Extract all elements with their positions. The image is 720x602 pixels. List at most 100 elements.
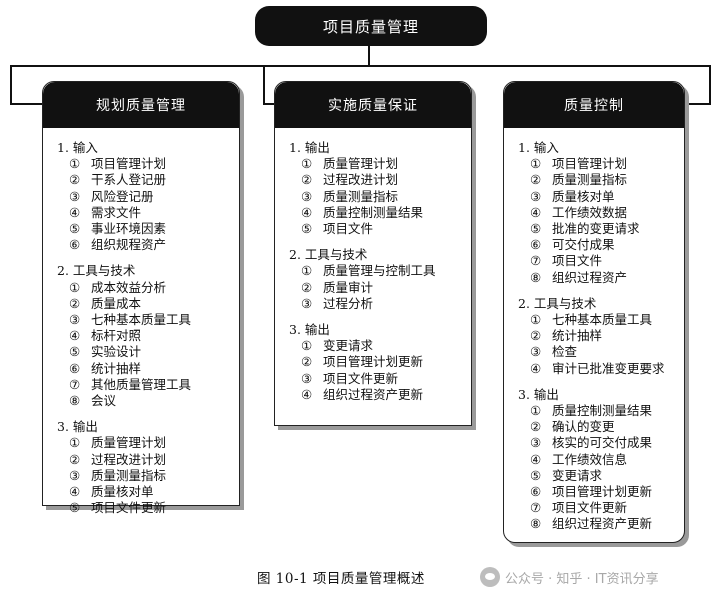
item-number: ⑤	[301, 221, 313, 237]
item-number: ④	[530, 451, 542, 467]
item-text: 过程改进计划	[323, 172, 399, 188]
item-number: ③	[69, 467, 81, 483]
figure-caption: 图 10-1 项目质量管理概述	[257, 571, 425, 587]
item-number: ④	[69, 328, 81, 344]
watermark-text: 公众号 · 知乎 · IT资讯分享	[505, 571, 659, 587]
item-number: ⑧	[69, 393, 81, 409]
item-number: ⑧	[530, 516, 542, 532]
item-number: ③	[530, 435, 542, 451]
item-number: ⑤	[69, 500, 81, 516]
list-item: ⑥ 统计抽样	[57, 361, 231, 377]
item-text: 过程改进计划	[91, 451, 167, 467]
list-item: ⑧ 会议	[57, 393, 231, 409]
item-text: 项目文件更新	[91, 500, 167, 516]
item-number: ②	[69, 295, 81, 311]
item-text: 会议	[91, 393, 117, 409]
item-text: 项目管理计划	[91, 156, 167, 172]
item-text: 项目文件	[552, 253, 603, 269]
item-number: ⑤	[530, 467, 542, 483]
item-text: 变更请求	[323, 338, 374, 354]
item-number: ①	[530, 312, 542, 328]
connector-middle-drop	[263, 65, 265, 105]
item-number: ①	[69, 156, 81, 172]
item-number: ⑥	[69, 360, 81, 376]
item-text: 质量测量指标	[552, 172, 628, 188]
item-text: 项目文件更新	[552, 500, 628, 516]
connector-left-drop	[10, 65, 12, 105]
item-number: ①	[69, 279, 81, 295]
item-text: 事业环境因素	[91, 221, 167, 237]
item-number: ④	[530, 204, 542, 220]
connector-right-drop	[709, 65, 711, 105]
item-text: 统计抽样	[91, 360, 142, 376]
item-number: ⑤	[69, 344, 81, 360]
list-item: ⑤ 项目文件	[289, 221, 463, 237]
section-title: 2. 工具与技术	[57, 263, 136, 279]
list-item: ② 质量审计	[289, 280, 463, 296]
item-text: 组织过程资产更新	[552, 516, 653, 532]
item-text: 工作绩效信息	[552, 451, 628, 467]
list-item: ① 项目管理计划	[57, 156, 231, 172]
item-number: ③	[69, 312, 81, 328]
item-number: ③	[530, 344, 542, 360]
connector-horizontal	[10, 65, 710, 67]
item-text: 检查	[552, 344, 578, 360]
item-text: 实验设计	[91, 344, 142, 360]
item-number: ⑦	[530, 253, 542, 269]
item-text: 项目管理计划更新	[323, 354, 424, 370]
item-text: 风险登记册	[91, 188, 154, 204]
item-number: ⑥	[530, 484, 542, 500]
section-title: 3. 输出	[57, 419, 98, 435]
item-number: ⑧	[530, 269, 542, 285]
item-text: 质量审计	[323, 279, 374, 295]
item-text: 工作绩效数据	[552, 204, 628, 220]
item-text: 项目文件更新	[323, 370, 399, 386]
root-process-box: 项目质量管理	[255, 6, 487, 46]
process-title: 质量控制	[564, 98, 624, 114]
item-number: ④	[301, 204, 313, 220]
item-text: 质量测量指标	[323, 188, 399, 204]
wechat-icon	[480, 567, 500, 587]
item-text: 质量核对单	[91, 484, 154, 500]
item-number: ①	[530, 156, 542, 172]
item-text: 质量管理计划	[323, 156, 399, 172]
item-text: 核实的可交付成果	[552, 435, 653, 451]
item-number: ③	[301, 188, 313, 204]
item-number: ②	[301, 279, 313, 295]
process-box-header: 质量控制	[504, 82, 684, 128]
section-title: 1. 输入	[518, 140, 559, 155]
item-text: 过程分析	[323, 295, 374, 311]
item-number: ⑤	[530, 221, 542, 237]
connector-left-foot	[10, 103, 42, 105]
item-text: 质量成本	[91, 295, 142, 311]
item-number: ①	[301, 338, 313, 354]
item-text: 项目文件	[323, 221, 374, 237]
process-title: 实施质量保证	[328, 98, 418, 114]
process-title: 规划质量管理	[96, 98, 186, 114]
section-title: 3. 输出	[518, 386, 559, 402]
list-item: ③ 核实的可交付成果	[518, 435, 676, 451]
item-text: 项目管理计划	[552, 156, 628, 172]
item-number: ④	[69, 204, 81, 220]
list-item: ③ 检查	[518, 344, 676, 360]
item-number: ⑦	[530, 500, 542, 516]
